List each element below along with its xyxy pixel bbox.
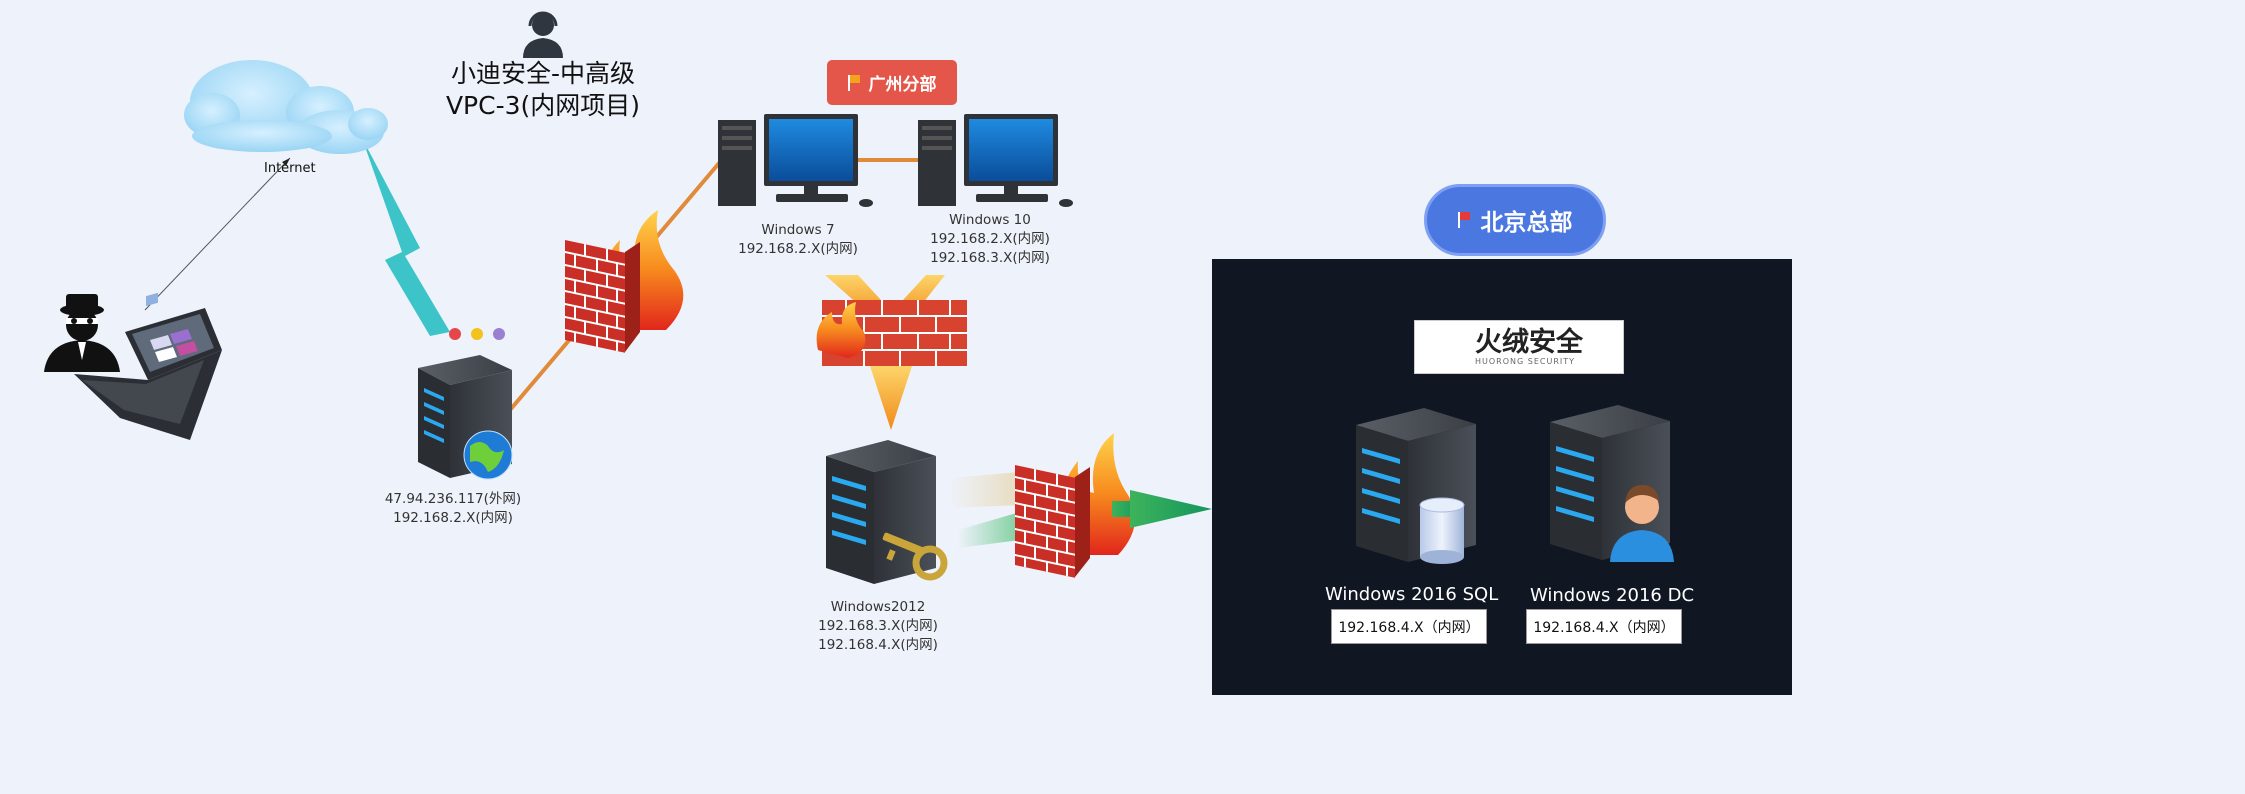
internet-cloud-icon	[184, 60, 388, 154]
web-server-icon	[418, 355, 513, 480]
logo-sub-text: HUORONG SECURITY	[1475, 356, 1576, 366]
user-icon	[1610, 485, 1674, 562]
branch-label: 广州分部	[868, 75, 937, 95]
win10-name: Windows 10	[949, 212, 1031, 228]
wireless-lightning-icon	[362, 138, 450, 336]
win2012-ip-2: 192.168.4.X(内网)	[818, 637, 938, 653]
diagram-title: 小迪安全-中高级 VPC-3(内网项目)	[413, 58, 673, 122]
dc-ip: 192.168.4.X（内网）	[1526, 609, 1682, 644]
laptop-icon	[74, 292, 222, 440]
web-server-label: 47.94.236.117(外网) 192.168.2.X(内网)	[373, 490, 533, 528]
sql-server-icon	[1356, 408, 1476, 564]
green-arrow-icon	[1112, 490, 1212, 528]
win10-label: Windows 10 192.168.2.X(内网) 192.168.3.X(内…	[920, 211, 1060, 268]
beam-left	[950, 472, 1020, 508]
sql-ip: 192.168.4.X（内网）	[1331, 609, 1487, 644]
title-line-2: VPC-3(内网项目)	[445, 91, 641, 120]
sql-name: Windows 2016 SQL	[1325, 584, 1499, 605]
dc-name: Windows 2016 DC	[1530, 585, 1695, 606]
hacker-internet-link	[144, 157, 291, 311]
funnel-firewall-icon	[816, 275, 967, 430]
flag-icon	[1457, 212, 1471, 228]
win2012-server-icon	[826, 440, 948, 584]
huorong-logo: 火绒安全 HUORONG SECURITY	[1414, 320, 1624, 374]
headset-person-icon	[523, 11, 563, 58]
dc-server-icon	[1550, 405, 1674, 562]
win7-computer-icon	[718, 114, 873, 207]
win7-ip: 192.168.2.X(内网)	[738, 241, 858, 257]
flag-icon	[847, 74, 861, 91]
win2012-label: Windows2012 192.168.3.X(内网) 192.168.4.X(…	[808, 598, 948, 655]
win7-label: Windows 7 192.168.2.X(内网)	[728, 221, 868, 259]
title-line-1: 小迪安全-中高级	[450, 59, 636, 88]
status-dots	[449, 328, 505, 340]
win2012-name: Windows2012	[830, 599, 926, 615]
branch-badge: 广州分部	[827, 60, 957, 105]
logo-mark-space	[1429, 327, 1463, 367]
database-icon	[1419, 497, 1465, 564]
hacker-icon	[44, 294, 120, 372]
hq-badge: 北京总部	[1424, 184, 1606, 256]
win10-computer-icon	[918, 114, 1073, 207]
win2012-ip-1: 192.168.3.X(内网)	[818, 618, 938, 634]
hq-label: 北京总部	[1480, 210, 1573, 236]
win10-ip-2: 192.168.3.X(内网)	[930, 250, 1050, 266]
win7-name: Windows 7	[761, 222, 835, 238]
win10-ip-1: 192.168.2.X(内网)	[930, 231, 1050, 247]
web-server-ip-internal: 192.168.2.X(内网)	[393, 510, 513, 526]
firewall-icon-2	[1013, 433, 1136, 579]
web-server-ip-external: 47.94.236.117(外网)	[384, 491, 522, 507]
internet-label: Internet	[264, 161, 316, 176]
key-icon	[882, 532, 948, 581]
firewall-icon-1	[563, 210, 684, 354]
beam-green-left	[958, 512, 1020, 548]
logo-main-text: 火绒安全	[1475, 326, 1583, 358]
link-arrowhead	[282, 158, 290, 166]
